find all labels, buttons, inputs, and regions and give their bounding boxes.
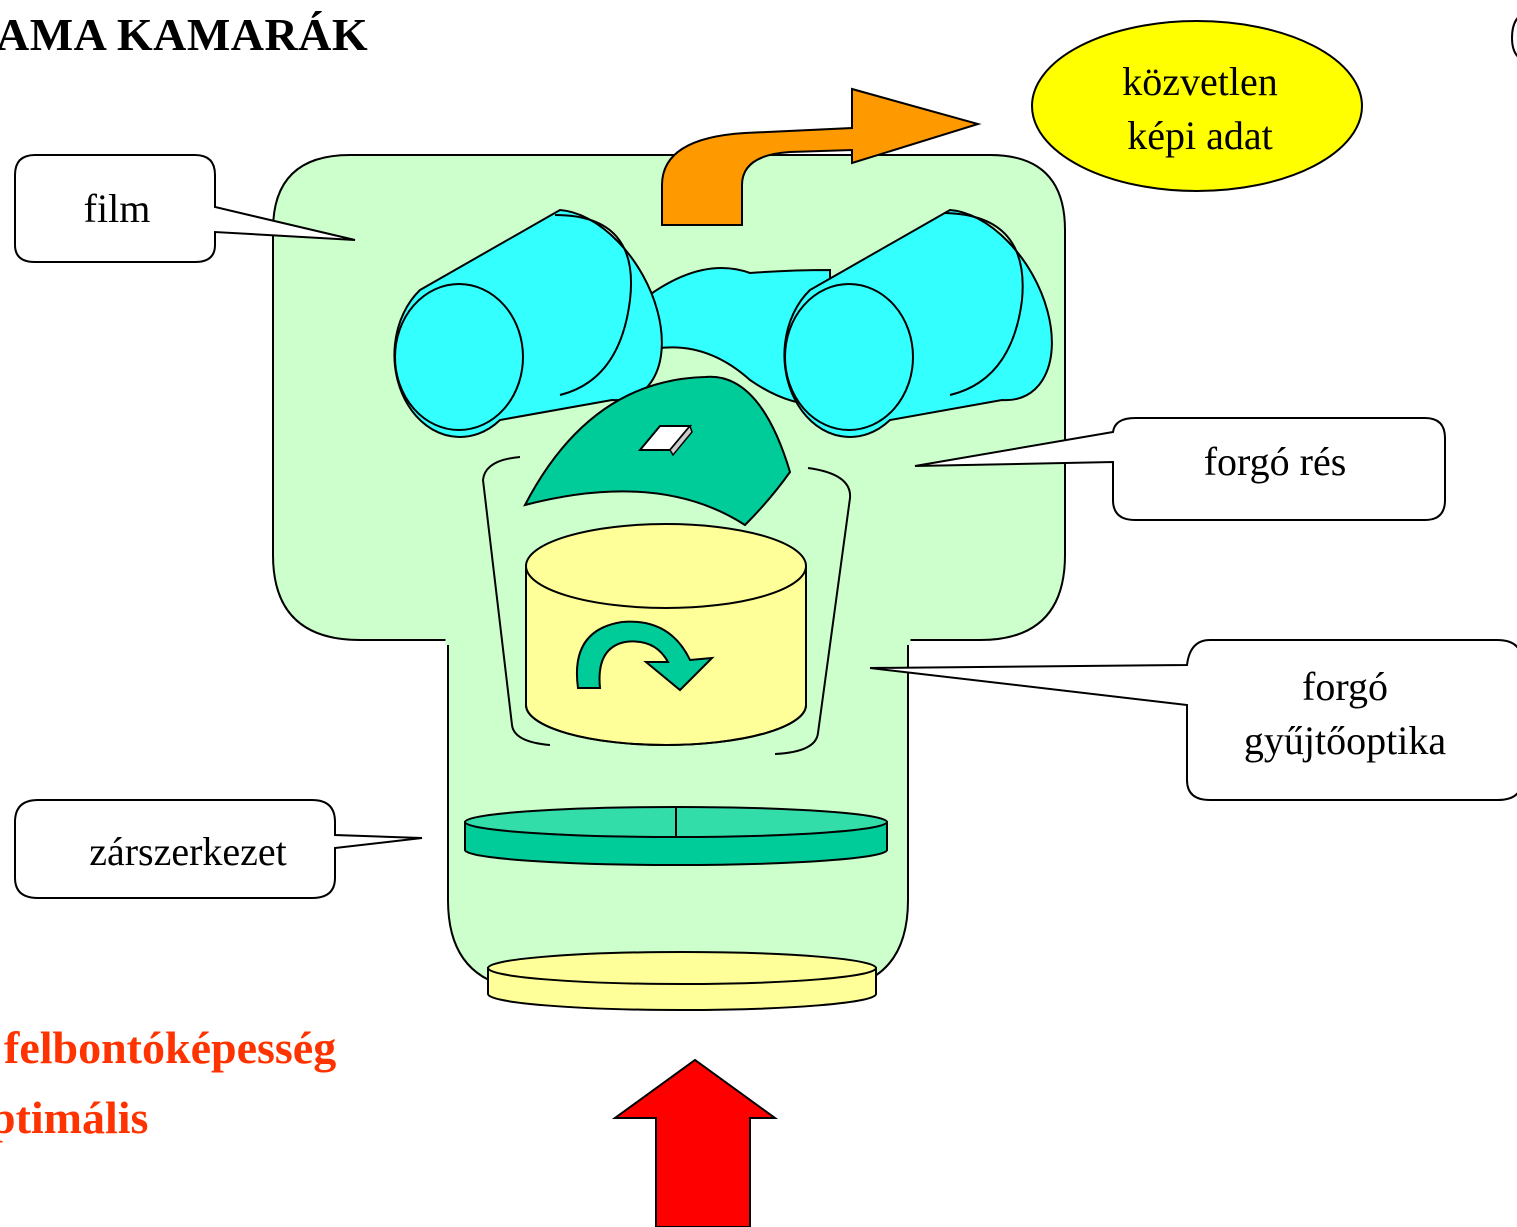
edge-shape: [1510, 17, 1517, 57]
callout-forgo-line2: gyűjtőoptika: [1243, 718, 1447, 763]
note-line-1: felbontóképesség: [4, 1022, 337, 1073]
rotation-arrow-icon: [576, 620, 715, 692]
callout-forgo-line1: forgó: [1302, 664, 1388, 709]
callout-forgo-gyujtooptika: [869, 639, 1517, 801]
output-bubble-line1: közvetlen: [1122, 59, 1278, 104]
note-line-2: ptimális: [0, 1092, 149, 1143]
shutter: [464, 806, 888, 866]
output-bubble-label: közvetlen képi adat: [1035, 55, 1365, 163]
output-bubble-line2: képi adat: [1127, 113, 1273, 158]
input-arrow: [611, 1058, 779, 1227]
film-roller-right: [783, 208, 1053, 438]
callout-forgo-res: [914, 417, 1446, 521]
callout-zarszerkezet: [14, 799, 423, 899]
callout-zarszerkezet-label: zárszerkezet: [89, 829, 287, 874]
optics-bracket: [481, 456, 852, 755]
callout-forgo-gyujtooptika-label: forgó gyűjtőoptika: [1190, 660, 1500, 768]
callout-film: [14, 154, 356, 263]
output-bubble: [1031, 20, 1363, 192]
callout-film-label: film: [83, 186, 151, 231]
output-arrow: [661, 87, 982, 226]
callout-forgo-res-label: forgó rés: [1203, 439, 1347, 484]
front-lens: [487, 951, 877, 1011]
film-roller-left: [393, 208, 663, 438]
page-title: AMA KAMARÁK: [0, 9, 369, 60]
